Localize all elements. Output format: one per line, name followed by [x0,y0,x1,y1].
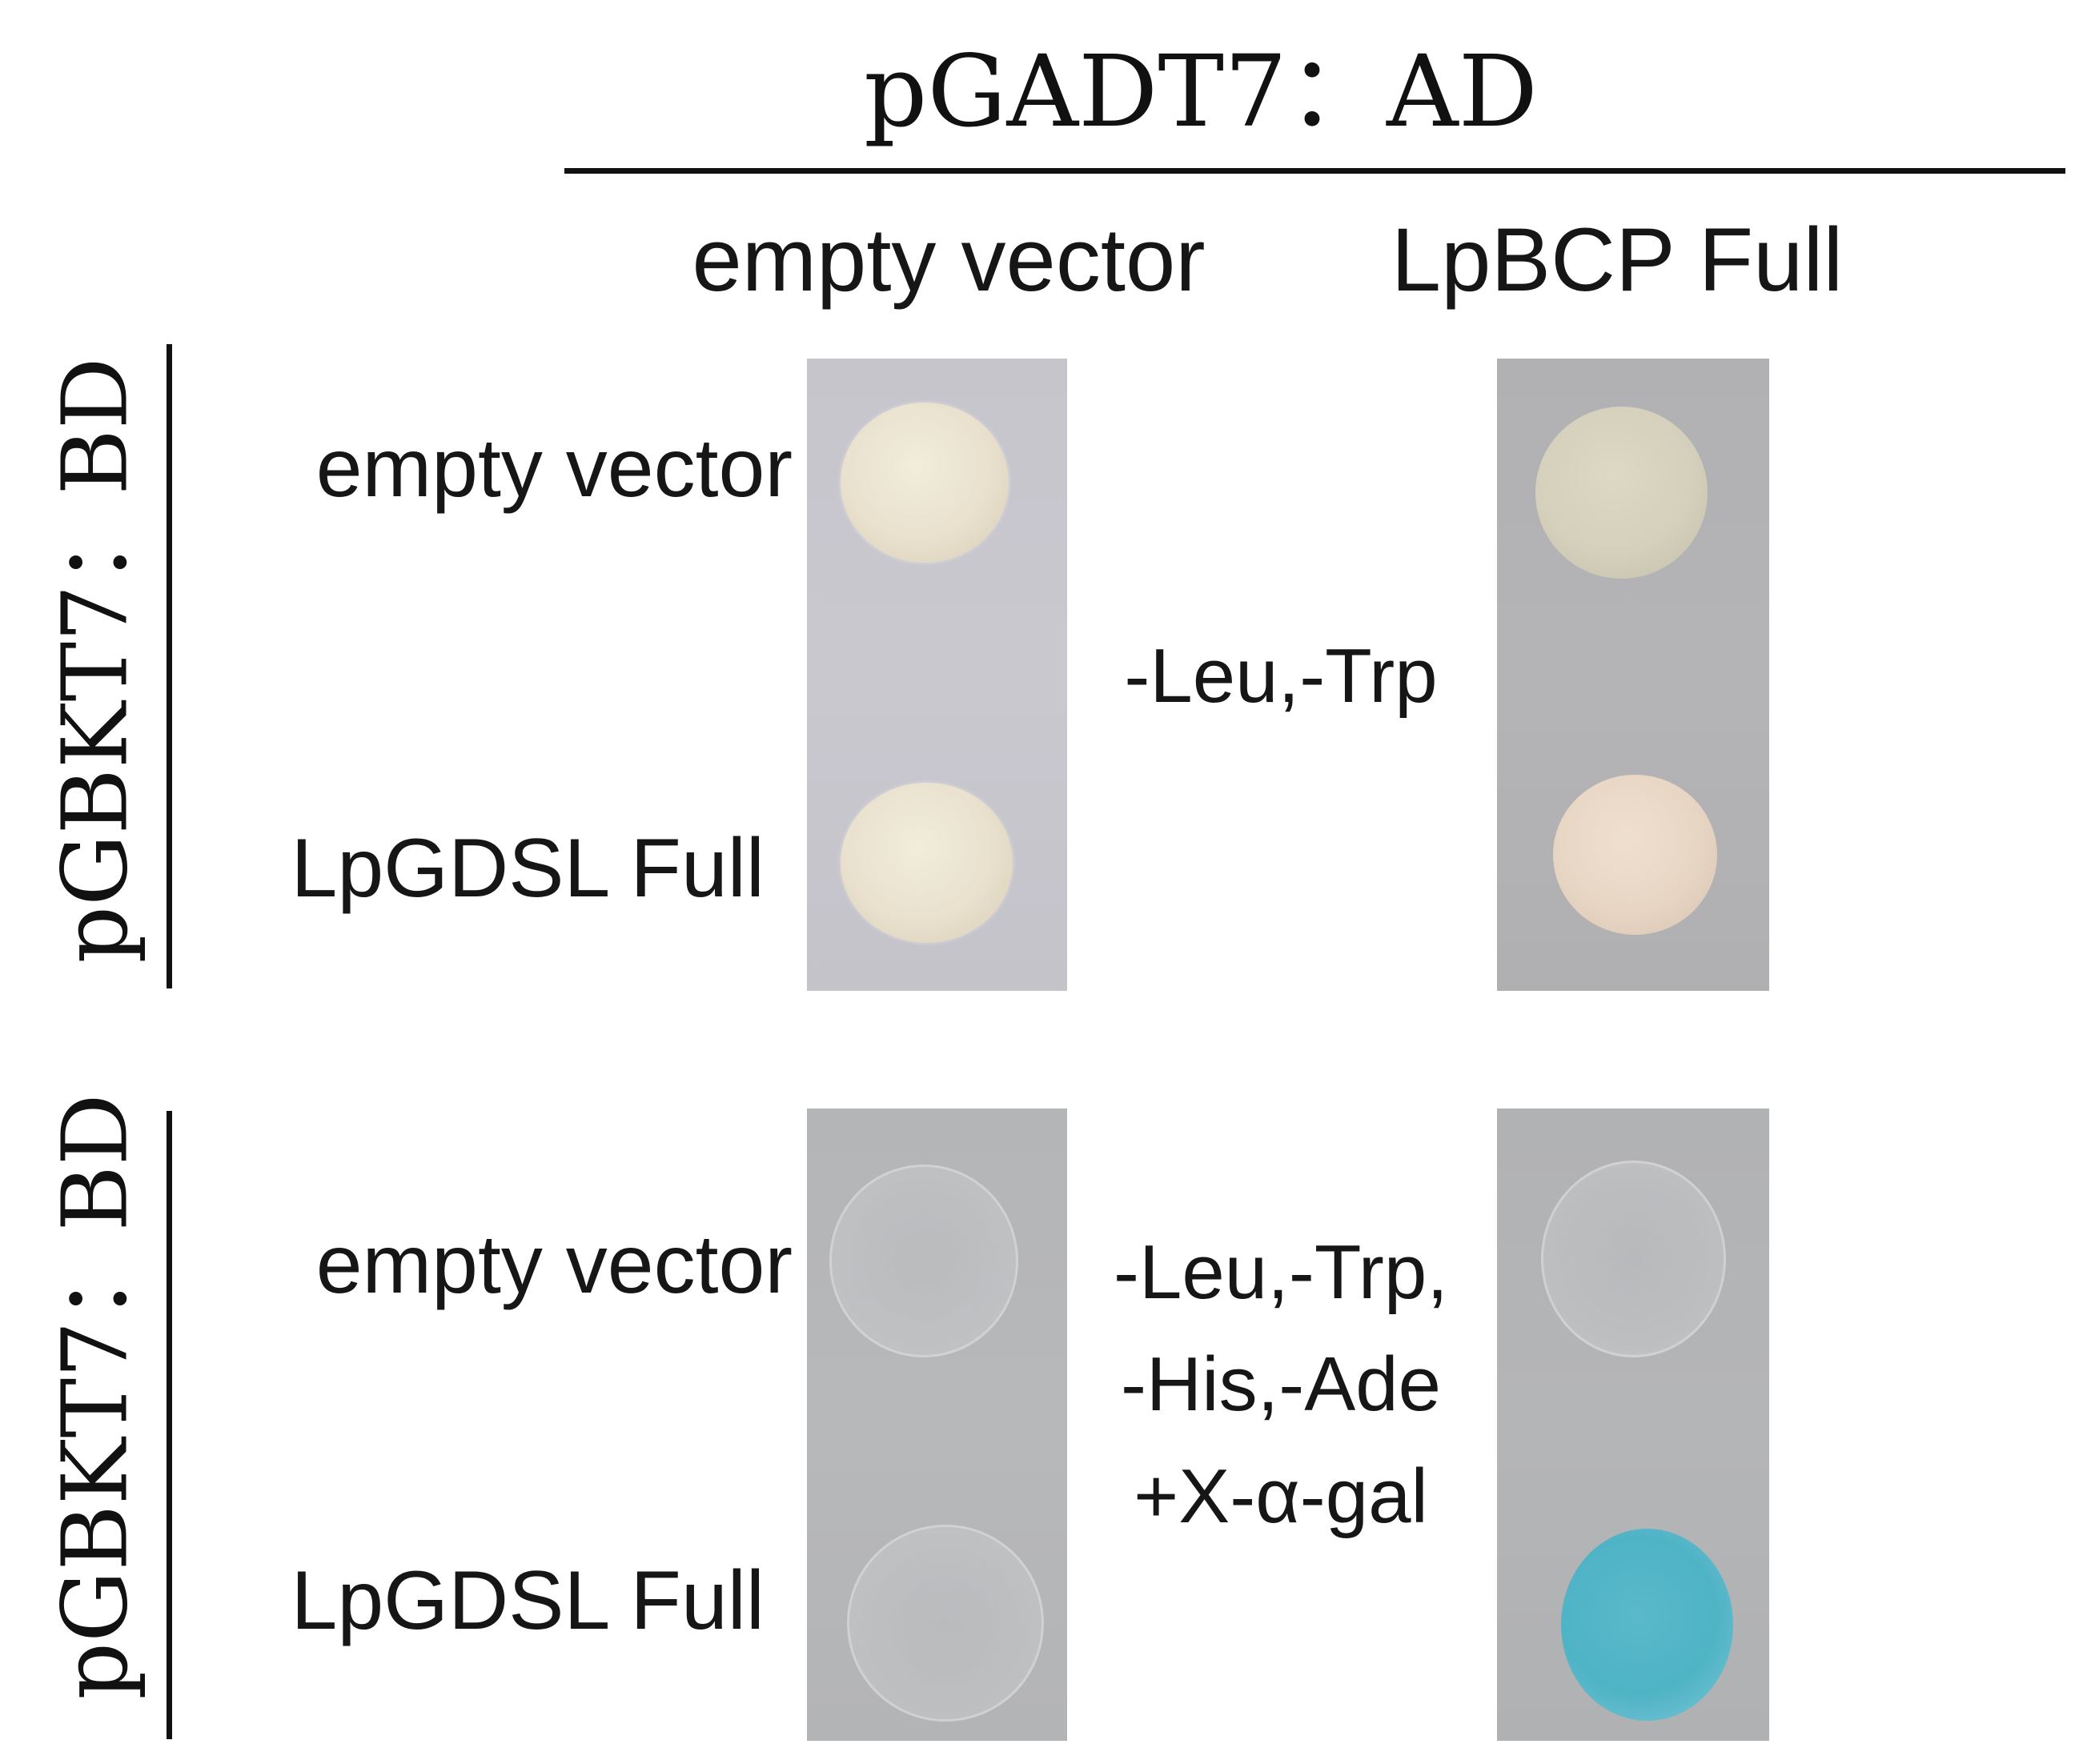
column-label-lpbcp-full: LpBCP Full [1391,210,1844,310]
medium-label-bottom: -Leu,-Trp, -His,-Ade +X-α-gal [1073,1217,1489,1553]
plate-top-lpbcp-full [1497,359,1769,991]
colony-top-left-1 [841,403,1009,563]
side-rule-bottom [167,1111,172,1739]
plate-top-empty-vector [807,359,1067,991]
medium-label-bottom-line-3: +X-α-gal [1134,1453,1428,1539]
medium-label-top: -Leu,-Trp [1124,633,1438,719]
colony-bottom-right-1 [1541,1161,1726,1357]
row-label-bottom-lpgdsl-full: LpGDSL Full [291,1554,765,1647]
top-header: pGADT7：AD [864,34,1538,150]
colony-bottom-left-2 [847,1525,1044,1722]
colony-bottom-right-2 [1561,1529,1733,1721]
top-header-rule [564,168,2065,174]
colony-top-right-2 [1553,775,1717,935]
plate-bottom-lpbcp-full [1497,1109,1769,1741]
colony-top-right-1 [1535,407,1708,579]
side-rule-top [167,344,172,988]
medium-label-bottom-line-1: -Leu,-Trp, [1114,1229,1448,1315]
row-label-top-empty-vector: empty vector [315,422,793,515]
colony-top-left-2 [841,783,1013,943]
row-label-top-lpgdsl-full: LpGDSL Full [291,822,765,915]
column-label-empty-vector: empty vector [692,210,1206,310]
medium-label-bottom-line-2: -His,-Ade [1120,1341,1442,1427]
row-label-bottom-empty-vector: empty vector [315,1218,793,1311]
plate-bottom-empty-vector [807,1109,1067,1741]
colony-bottom-left-1 [829,1165,1018,1357]
